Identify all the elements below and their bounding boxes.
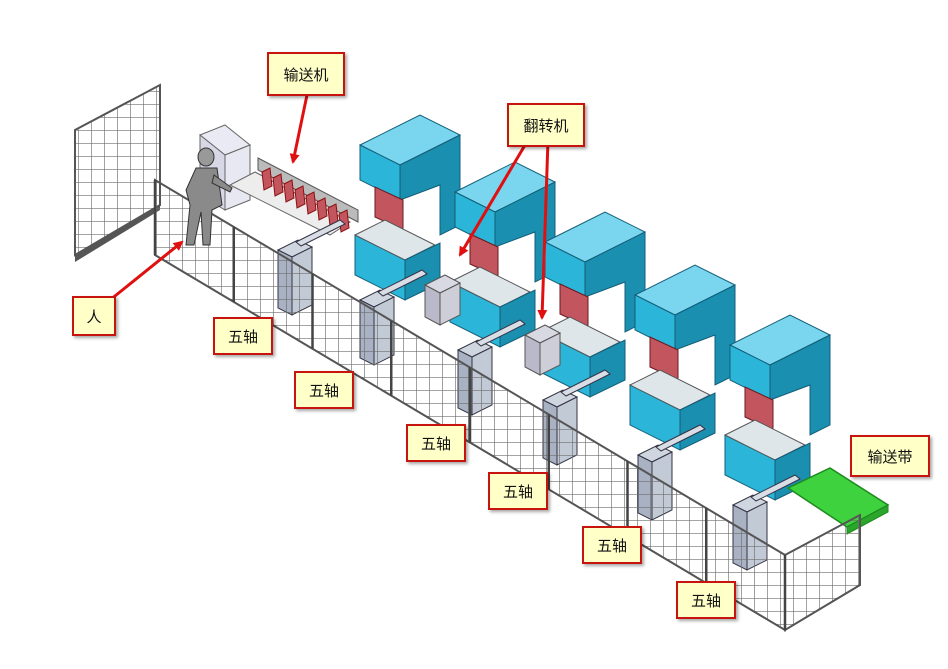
flipper-unit [523, 324, 562, 376]
press-machine [448, 161, 557, 348]
conveyor-machine [228, 157, 359, 236]
conveyor-red-part [261, 167, 273, 191]
safety-fence-back [74, 83, 161, 262]
press-machine [353, 114, 462, 301]
conveyor-red-part [283, 179, 295, 203]
label-five-axis-2: 五轴 [294, 371, 354, 409]
label-five-axis-4: 五轴 [488, 472, 548, 510]
conveyor-red-part [272, 173, 284, 197]
label-conveyor-machine: 输送机 [267, 52, 345, 96]
flipper-unit [423, 274, 462, 326]
label-person: 人 [72, 296, 116, 336]
label-five-axis-1: 五轴 [213, 317, 273, 355]
label-five-axis-5: 五轴 [582, 526, 642, 564]
press-machine [538, 211, 647, 398]
conveyor-red-part [294, 185, 306, 209]
conveyor-red-part [305, 191, 317, 215]
conveyor-red-part [316, 197, 328, 221]
label-conveyor-belt: 输送带 [850, 435, 930, 477]
safety-fence-front [153, 178, 861, 632]
press-machine [723, 314, 832, 501]
operator-person [185, 147, 233, 246]
label-five-axis-6: 五轴 [676, 581, 736, 619]
press-machine [628, 264, 737, 451]
label-flipper: 翻转机 [507, 103, 585, 147]
label-five-axis-3: 五轴 [406, 424, 466, 462]
callout-arrows [109, 94, 550, 320]
